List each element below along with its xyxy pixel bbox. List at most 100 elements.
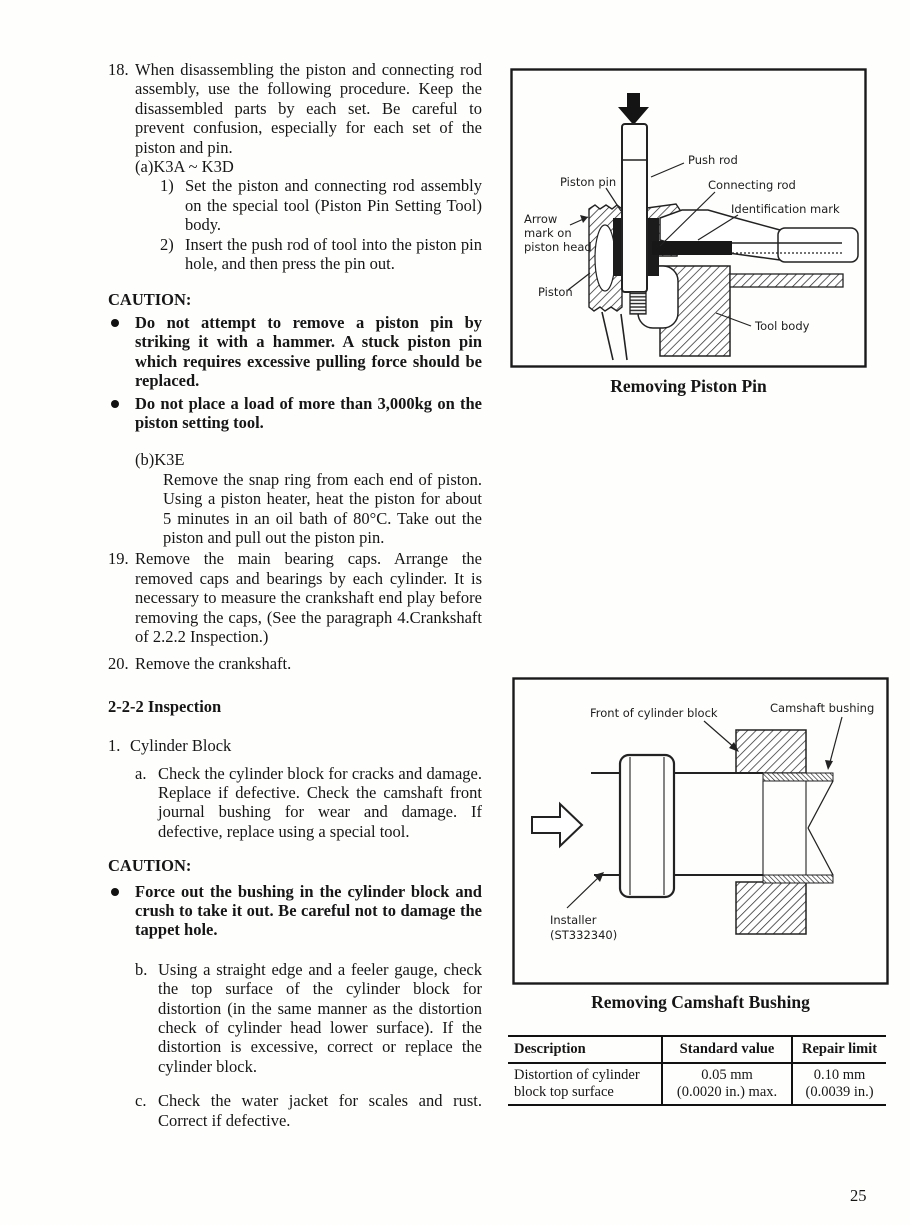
item-text: Check the water jacket for scales and ru… xyxy=(158,1091,482,1130)
substep-1: 1) Set the piston and connecting rod ass… xyxy=(108,176,482,234)
label-push-rod: Push rod xyxy=(688,153,738,167)
bullet-icon xyxy=(111,399,119,408)
connecting-rod-end xyxy=(777,227,859,263)
caution-text: Do not place a load of more than 3,000kg… xyxy=(135,393,482,432)
caution-text: Force out the bushing in the cylinder bl… xyxy=(135,881,482,940)
caution-bullet: Force out the bushing in the cylinder bl… xyxy=(108,882,482,940)
item-text: Cylinder Block xyxy=(130,736,232,756)
camshaft-bushing-bottom xyxy=(762,874,834,884)
caution-heading: CAUTION: xyxy=(108,290,192,310)
item-text: Check the cylinder block for cracks and … xyxy=(158,763,482,841)
pin-press-bar xyxy=(652,241,732,255)
step-18: 18. When disassembling the piston and co… xyxy=(108,60,482,157)
substep-number: 2) xyxy=(160,234,174,254)
leader-line xyxy=(659,191,716,247)
label-arrow-mark-1: Arrow xyxy=(524,212,557,226)
item-letter: c. xyxy=(135,1091,147,1111)
leader-arrowhead xyxy=(825,760,833,770)
leader-line xyxy=(697,214,739,241)
piston-inner xyxy=(594,224,616,292)
leader-arrowhead xyxy=(729,742,739,752)
bushing-taper xyxy=(807,827,834,876)
right-arrow-icon xyxy=(531,801,584,849)
cylinder-block-bottom xyxy=(735,881,807,935)
step-number: 20. xyxy=(108,654,129,674)
leader-line xyxy=(828,716,843,767)
figure-camshaft-bushing: Front of cylinder block Camshaft bushing… xyxy=(512,677,889,985)
push-rod-shape xyxy=(621,123,648,293)
bullet-icon xyxy=(111,318,119,327)
item-text: Using a straight edge and a feeler gauge… xyxy=(158,959,482,1076)
label-front-of-cylinder-block: Front of cylinder block xyxy=(590,706,718,720)
stand-leg xyxy=(620,313,628,361)
table-cell-standard-value: 0.05 mm (0.0020 in.) max. xyxy=(660,1063,794,1105)
step-number: 18. xyxy=(108,60,129,79)
step-number: 19. xyxy=(108,549,129,569)
substep-text: Set the piston and connecting rod assemb… xyxy=(185,176,482,235)
item-letter: a. xyxy=(135,763,147,783)
installer-body xyxy=(618,753,676,899)
label-installer-part-number: (ST332340) xyxy=(550,928,617,942)
label-tool-body: Tool body xyxy=(754,319,810,333)
page-number: 25 xyxy=(850,1186,867,1205)
down-arrow-icon xyxy=(618,93,649,125)
table-cell-repair-limit: 0.10 mm (0.0039 in.) xyxy=(805,1067,874,1100)
variant-b-label: (b)K3E xyxy=(135,450,185,470)
leader-line xyxy=(567,272,591,291)
label-arrow-mark-2: mark on xyxy=(524,226,572,240)
step-text: Remove the crankshaft. xyxy=(135,654,292,674)
caution-text: Do not attempt to remove a piston pin by… xyxy=(135,312,482,391)
check-item-a: a. Check the cylinder block for cracks a… xyxy=(108,764,482,842)
item-letter: b. xyxy=(135,959,148,979)
table-cell-description: Distortion of cylinder block top surface xyxy=(514,1067,640,1100)
check-item-c: c. Check the water jacket for scales and… xyxy=(108,1091,482,1130)
caution-bullet: Do not attempt to remove a piston pin by… xyxy=(108,313,482,391)
variant-a-label: (a)K3A ~ K3D xyxy=(135,157,234,177)
label-piston-pin: Piston pin xyxy=(560,175,616,189)
text-column: 18. When disassembling the piston and co… xyxy=(108,58,482,1130)
figure-caption: Removing Piston Pin xyxy=(610,376,767,396)
figure-caption: Removing Camshaft Bushing xyxy=(591,992,810,1012)
bolt-threads xyxy=(629,291,647,315)
leader-line xyxy=(605,187,622,212)
table-header-description: Description xyxy=(508,1036,662,1064)
leader-line xyxy=(566,874,602,909)
figure-border xyxy=(512,677,889,985)
leader-arrowhead xyxy=(594,872,604,882)
stand-leg xyxy=(601,311,614,361)
step-text: Remove the main bearing caps. Arrange th… xyxy=(135,549,482,646)
table-header-row: Description Standard value Repair limit xyxy=(508,1036,886,1064)
label-camshaft-bushing: Camshaft bushing xyxy=(770,701,874,715)
table-header-standard-value: Standard value xyxy=(660,1036,794,1064)
label-arrow-mark-3: piston head xyxy=(524,240,592,254)
label-installer: Installer xyxy=(550,913,597,927)
label-piston: Piston xyxy=(538,285,573,299)
label-connecting-rod: Connecting rod xyxy=(708,178,796,192)
caution-heading: CAUTION: xyxy=(108,856,192,876)
list-item-cylinder-block: 1. Cylinder Block xyxy=(108,736,482,755)
section-heading: 2-2-2 Inspection xyxy=(108,696,222,716)
step-19: 19. Remove the main bearing caps. Arrang… xyxy=(108,549,482,646)
leader-line xyxy=(715,312,752,327)
check-item-b: b. Using a straight edge and a feeler ga… xyxy=(108,960,482,1076)
cylinder-block-top xyxy=(735,729,807,774)
item-number: 1. xyxy=(108,736,121,756)
caution-bullet: Do not place a load of more than 3,000kg… xyxy=(108,394,482,433)
camshaft-bushing-top xyxy=(762,772,834,782)
table-header-repair-limit: Repair limit xyxy=(792,1036,886,1064)
figure-piston-pin: Push rod Piston pin Connecting rod Ident… xyxy=(510,68,867,368)
label-identification-mark: Identification mark xyxy=(731,202,840,216)
step-text: When disassembling the piston and connec… xyxy=(135,60,482,157)
substep-2: 2) Insert the push rod of tool into the … xyxy=(108,235,482,274)
piston-pin-left xyxy=(613,218,622,276)
leader-line xyxy=(703,720,737,750)
substep-number: 1) xyxy=(160,176,174,196)
variant-b-text: Remove the snap ring from each end of pi… xyxy=(163,469,482,547)
substep-text: Insert the push rod of tool into the pis… xyxy=(185,234,482,274)
table-row: Distortion of cylinder block top surface… xyxy=(508,1063,886,1105)
leader-arrowhead xyxy=(580,215,588,223)
tool-body-ledge xyxy=(729,273,844,288)
spec-table: Description Standard value Repair limit … xyxy=(508,1035,886,1106)
bushing-taper xyxy=(807,780,834,829)
